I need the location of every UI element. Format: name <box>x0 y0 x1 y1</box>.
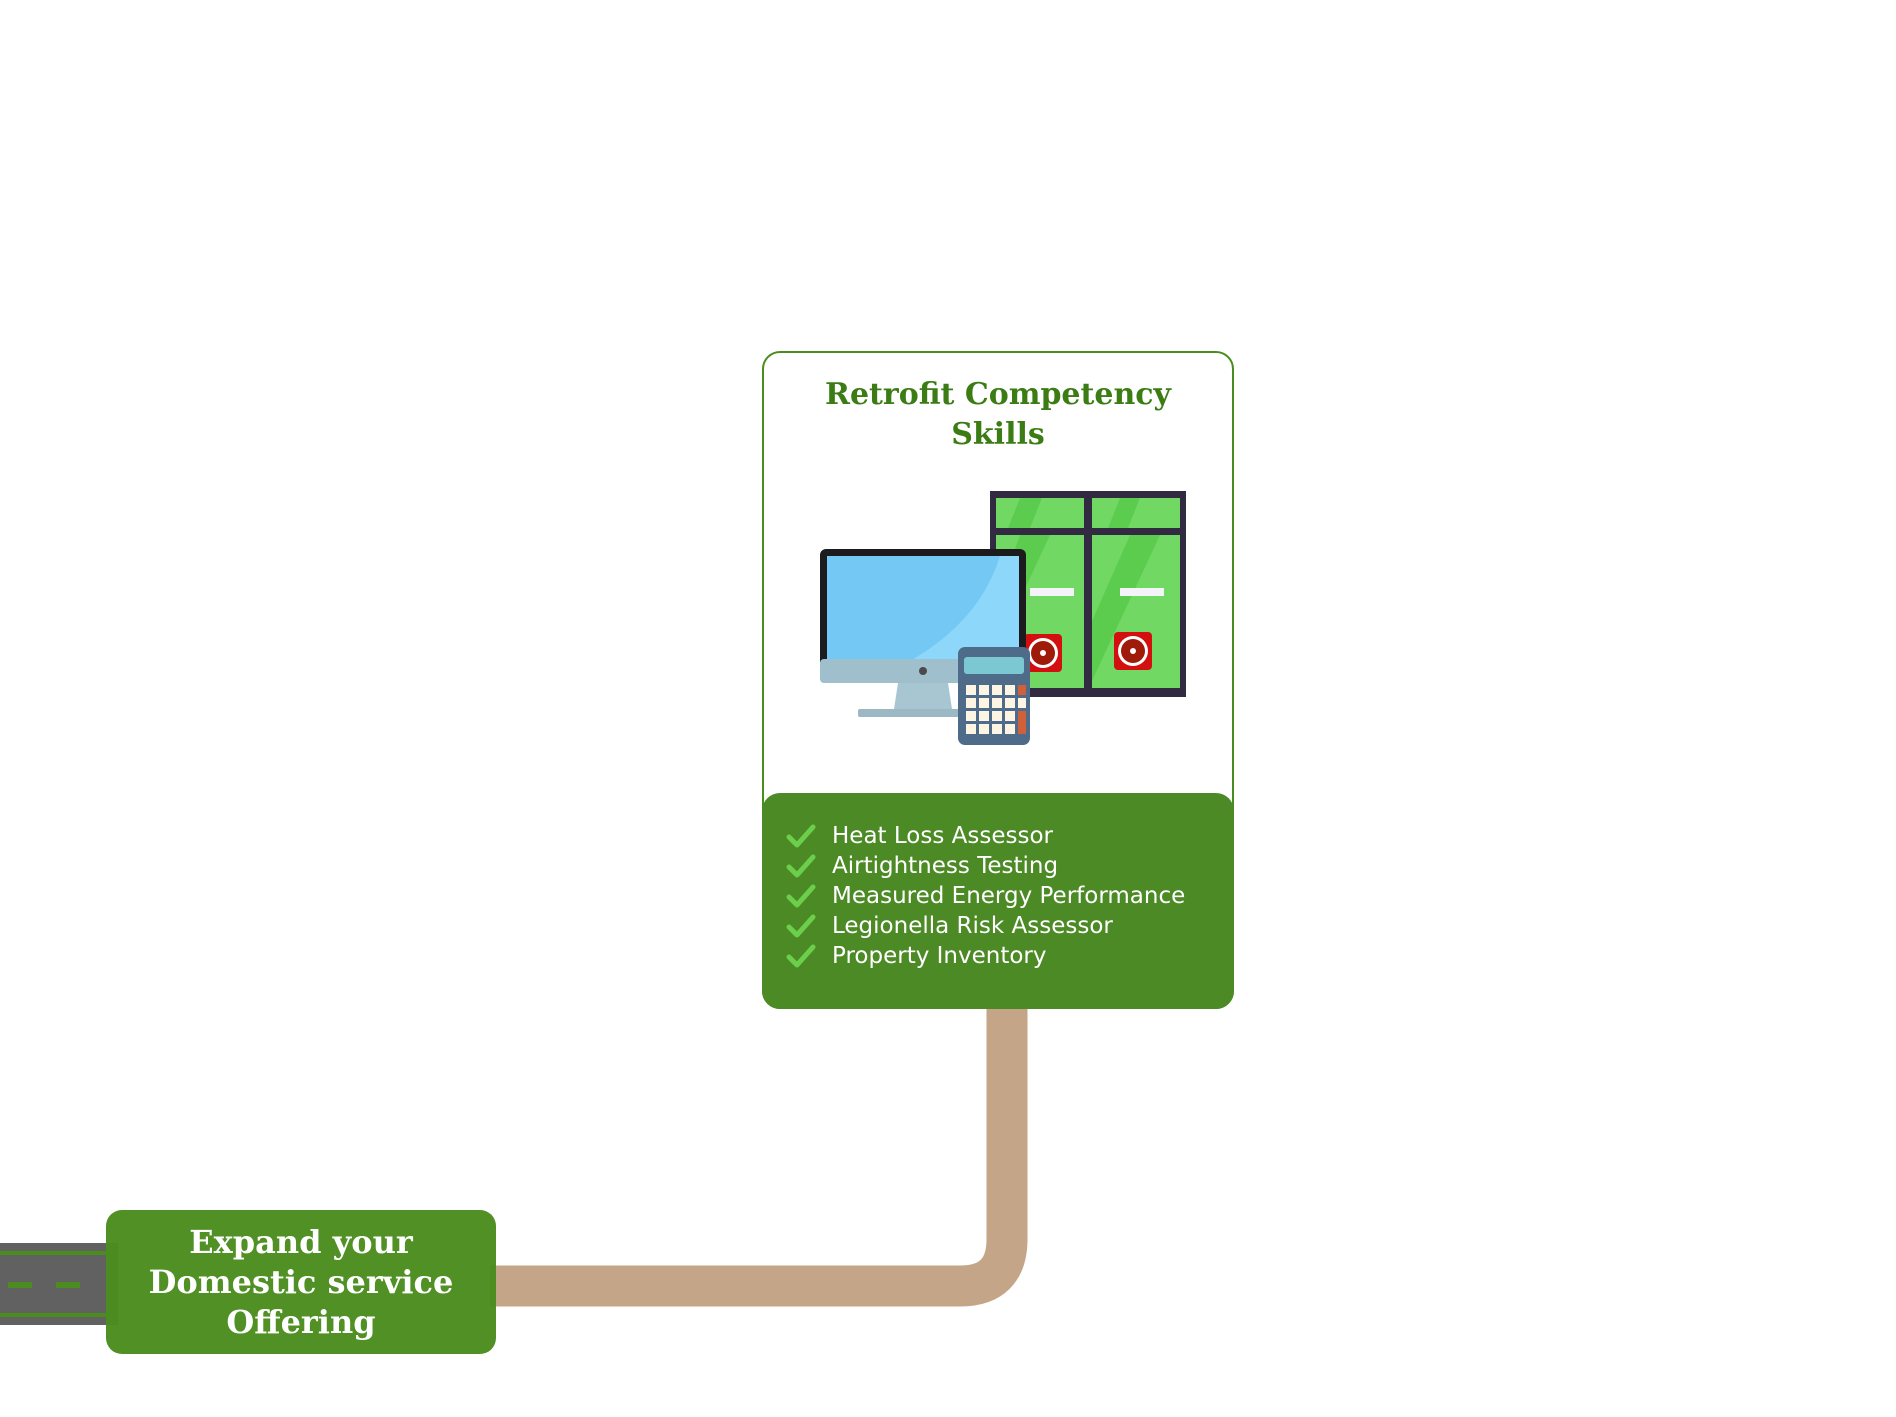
skill-item: Property Inventory <box>786 941 1185 971</box>
start-node-line: Offering <box>226 1303 376 1341</box>
calculator-icon <box>958 647 1030 745</box>
start-node-label: Expand your Domestic service Offering <box>121 1222 481 1342</box>
skill-label: Heat Loss Assessor <box>832 823 1053 849</box>
skill-label: Measured Energy Performance <box>832 883 1186 909</box>
skill-label: Legionella Risk Assessor <box>832 913 1113 939</box>
road-edge-line <box>0 1251 118 1255</box>
card-illustration <box>820 491 1186 745</box>
road-dash <box>8 1282 32 1288</box>
skills-list: Heat Loss Assessor Airtightness Testing … <box>786 821 1185 971</box>
skill-item: Measured Energy Performance <box>786 881 1185 911</box>
road <box>0 1243 118 1325</box>
card-title-line: Skills <box>951 417 1045 452</box>
skill-item: Heat Loss Assessor <box>786 821 1185 851</box>
road-dash <box>56 1282 80 1288</box>
card-title-line: Retrofit Competency <box>825 377 1171 412</box>
skill-item: Legionella Risk Assessor <box>786 911 1185 941</box>
skill-item: Airtightness Testing <box>786 851 1185 881</box>
fan-icon <box>1024 634 1062 672</box>
check-icon <box>786 854 816 878</box>
skills-panel: Heat Loss Assessor Airtightness Testing … <box>762 793 1234 1009</box>
start-node-line: Expand your <box>189 1223 413 1261</box>
check-icon <box>786 884 816 908</box>
start-node-line: Domestic service <box>148 1263 454 1301</box>
road-edge-line <box>0 1313 118 1317</box>
pipe-segment <box>490 1000 1028 1307</box>
check-icon <box>786 944 816 968</box>
fan-icon <box>1114 632 1152 670</box>
check-icon <box>786 914 816 938</box>
start-node[interactable]: Expand your Domestic service Offering <box>106 1210 496 1354</box>
card-title: Retrofit Competency Skills <box>764 375 1232 455</box>
skill-label: Airtightness Testing <box>832 853 1059 879</box>
skill-label: Property Inventory <box>832 943 1047 969</box>
skills-card[interactable]: Retrofit Competency Skills <box>762 351 1234 1009</box>
check-icon <box>786 824 816 848</box>
